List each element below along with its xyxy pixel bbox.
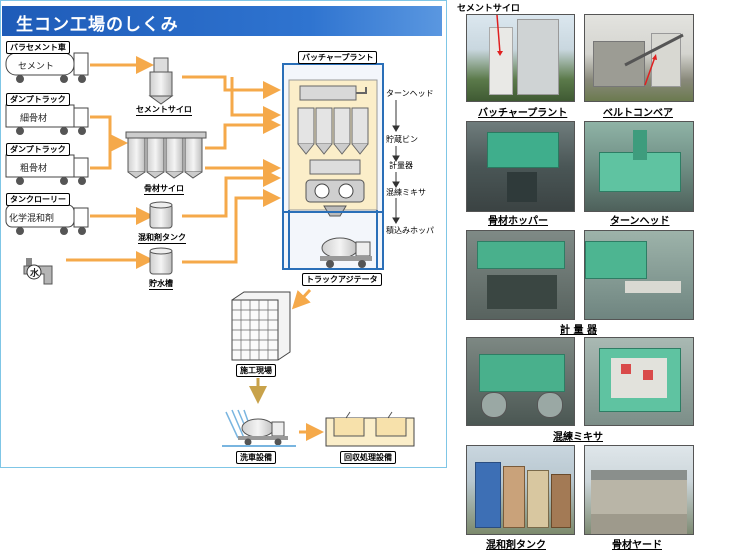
recovery-label: 回収処理設備 [340, 451, 396, 464]
caption-mixer: 混練ミキサ [553, 432, 603, 443]
truck-agitator-label: トラックアジテータ [302, 273, 382, 286]
photo-mixer-1 [466, 337, 575, 426]
photo-scale-1 [466, 230, 575, 320]
silo-photo-label: セメントサイロ [457, 4, 520, 14]
caption-aggregate-yard: 骨材ヤード [612, 540, 662, 551]
step-loading-hopper: 積込みホッパ [386, 226, 434, 235]
input-arrows [66, 56, 324, 441]
batcher-plant [282, 63, 384, 270]
dump-truck-fine [5, 104, 89, 135]
water-label: 水 [30, 269, 40, 279]
construction-site [231, 291, 291, 361]
step-scale: 計量器 [389, 161, 413, 170]
photo-belt-conveyor [584, 14, 694, 102]
admixture-tank [149, 201, 173, 229]
admixture-tank-label: 混和剤タンク [138, 233, 186, 244]
batcher-plant-label: バッチャープラント [298, 51, 378, 64]
cement-cargo: セメント [18, 62, 54, 72]
site-label: 施工現場 [236, 364, 276, 377]
cement-truck [5, 52, 89, 83]
photo-turn-head [584, 121, 694, 212]
cement-truck-tag: バラセメント車 [6, 41, 70, 54]
caption-scale: 計 量 器 [560, 325, 597, 336]
cement-silo-label: セメントサイロ [136, 105, 192, 116]
step-storage-bin: 貯蔵ビン [386, 135, 418, 144]
caption-aggregate-hopper: 骨材ホッパー [488, 216, 548, 227]
step-mixer: 混練ミキサ [386, 188, 426, 197]
title-bar: 生コン工場のしくみ [2, 6, 442, 36]
water-tank-label: 貯水槽 [149, 279, 173, 290]
caption-turn-head: ターンヘッド [610, 216, 670, 227]
photo-mixer-2 [584, 337, 694, 426]
recovery-facility [325, 411, 415, 447]
photo-batcher-plant [466, 14, 575, 102]
faucet-icon [23, 258, 53, 285]
washing-label: 洗車設備 [236, 451, 276, 464]
flow-diagram [5, 52, 415, 447]
truck-agitator [320, 237, 372, 268]
diagram-panel: 生コン工場のしくみ [0, 0, 447, 468]
caption-belt-conveyor: ベルトコンベア [603, 108, 673, 119]
aggregate-silo-label: 骨材サイロ [144, 184, 184, 195]
photo-aggregate-yard [584, 445, 694, 535]
photo-aggregate-hopper [466, 121, 575, 212]
coarse-aggregate-cargo: 粗骨材 [20, 164, 48, 174]
photo-scale-2 [584, 230, 694, 320]
photo-admixture-tank [466, 445, 575, 535]
water-tank [149, 247, 173, 275]
dump-truck-fine-tag: ダンプトラック [6, 93, 70, 106]
tank-lorry [5, 204, 89, 235]
washing-facility [222, 409, 296, 447]
tank-lorry-tag: タンクローリー [6, 193, 70, 206]
dump-truck-coarse-tag: ダンプトラック [6, 143, 70, 156]
page-title: 生コン工場のしくみ [16, 15, 179, 35]
caption-batcher-plant: バッチャープラント [478, 108, 568, 119]
plant-step-arrows [392, 100, 400, 224]
cement-silo [148, 57, 174, 105]
caption-admixture-tank: 混和剤タンク [486, 540, 546, 551]
dump-truck-coarse [5, 154, 89, 185]
step-turn-head: ターンヘッド [386, 89, 434, 98]
admixture-cargo: 化学混和剤 [9, 214, 55, 224]
aggregate-silos [125, 131, 207, 179]
fine-aggregate-cargo: 細骨材 [20, 114, 48, 124]
